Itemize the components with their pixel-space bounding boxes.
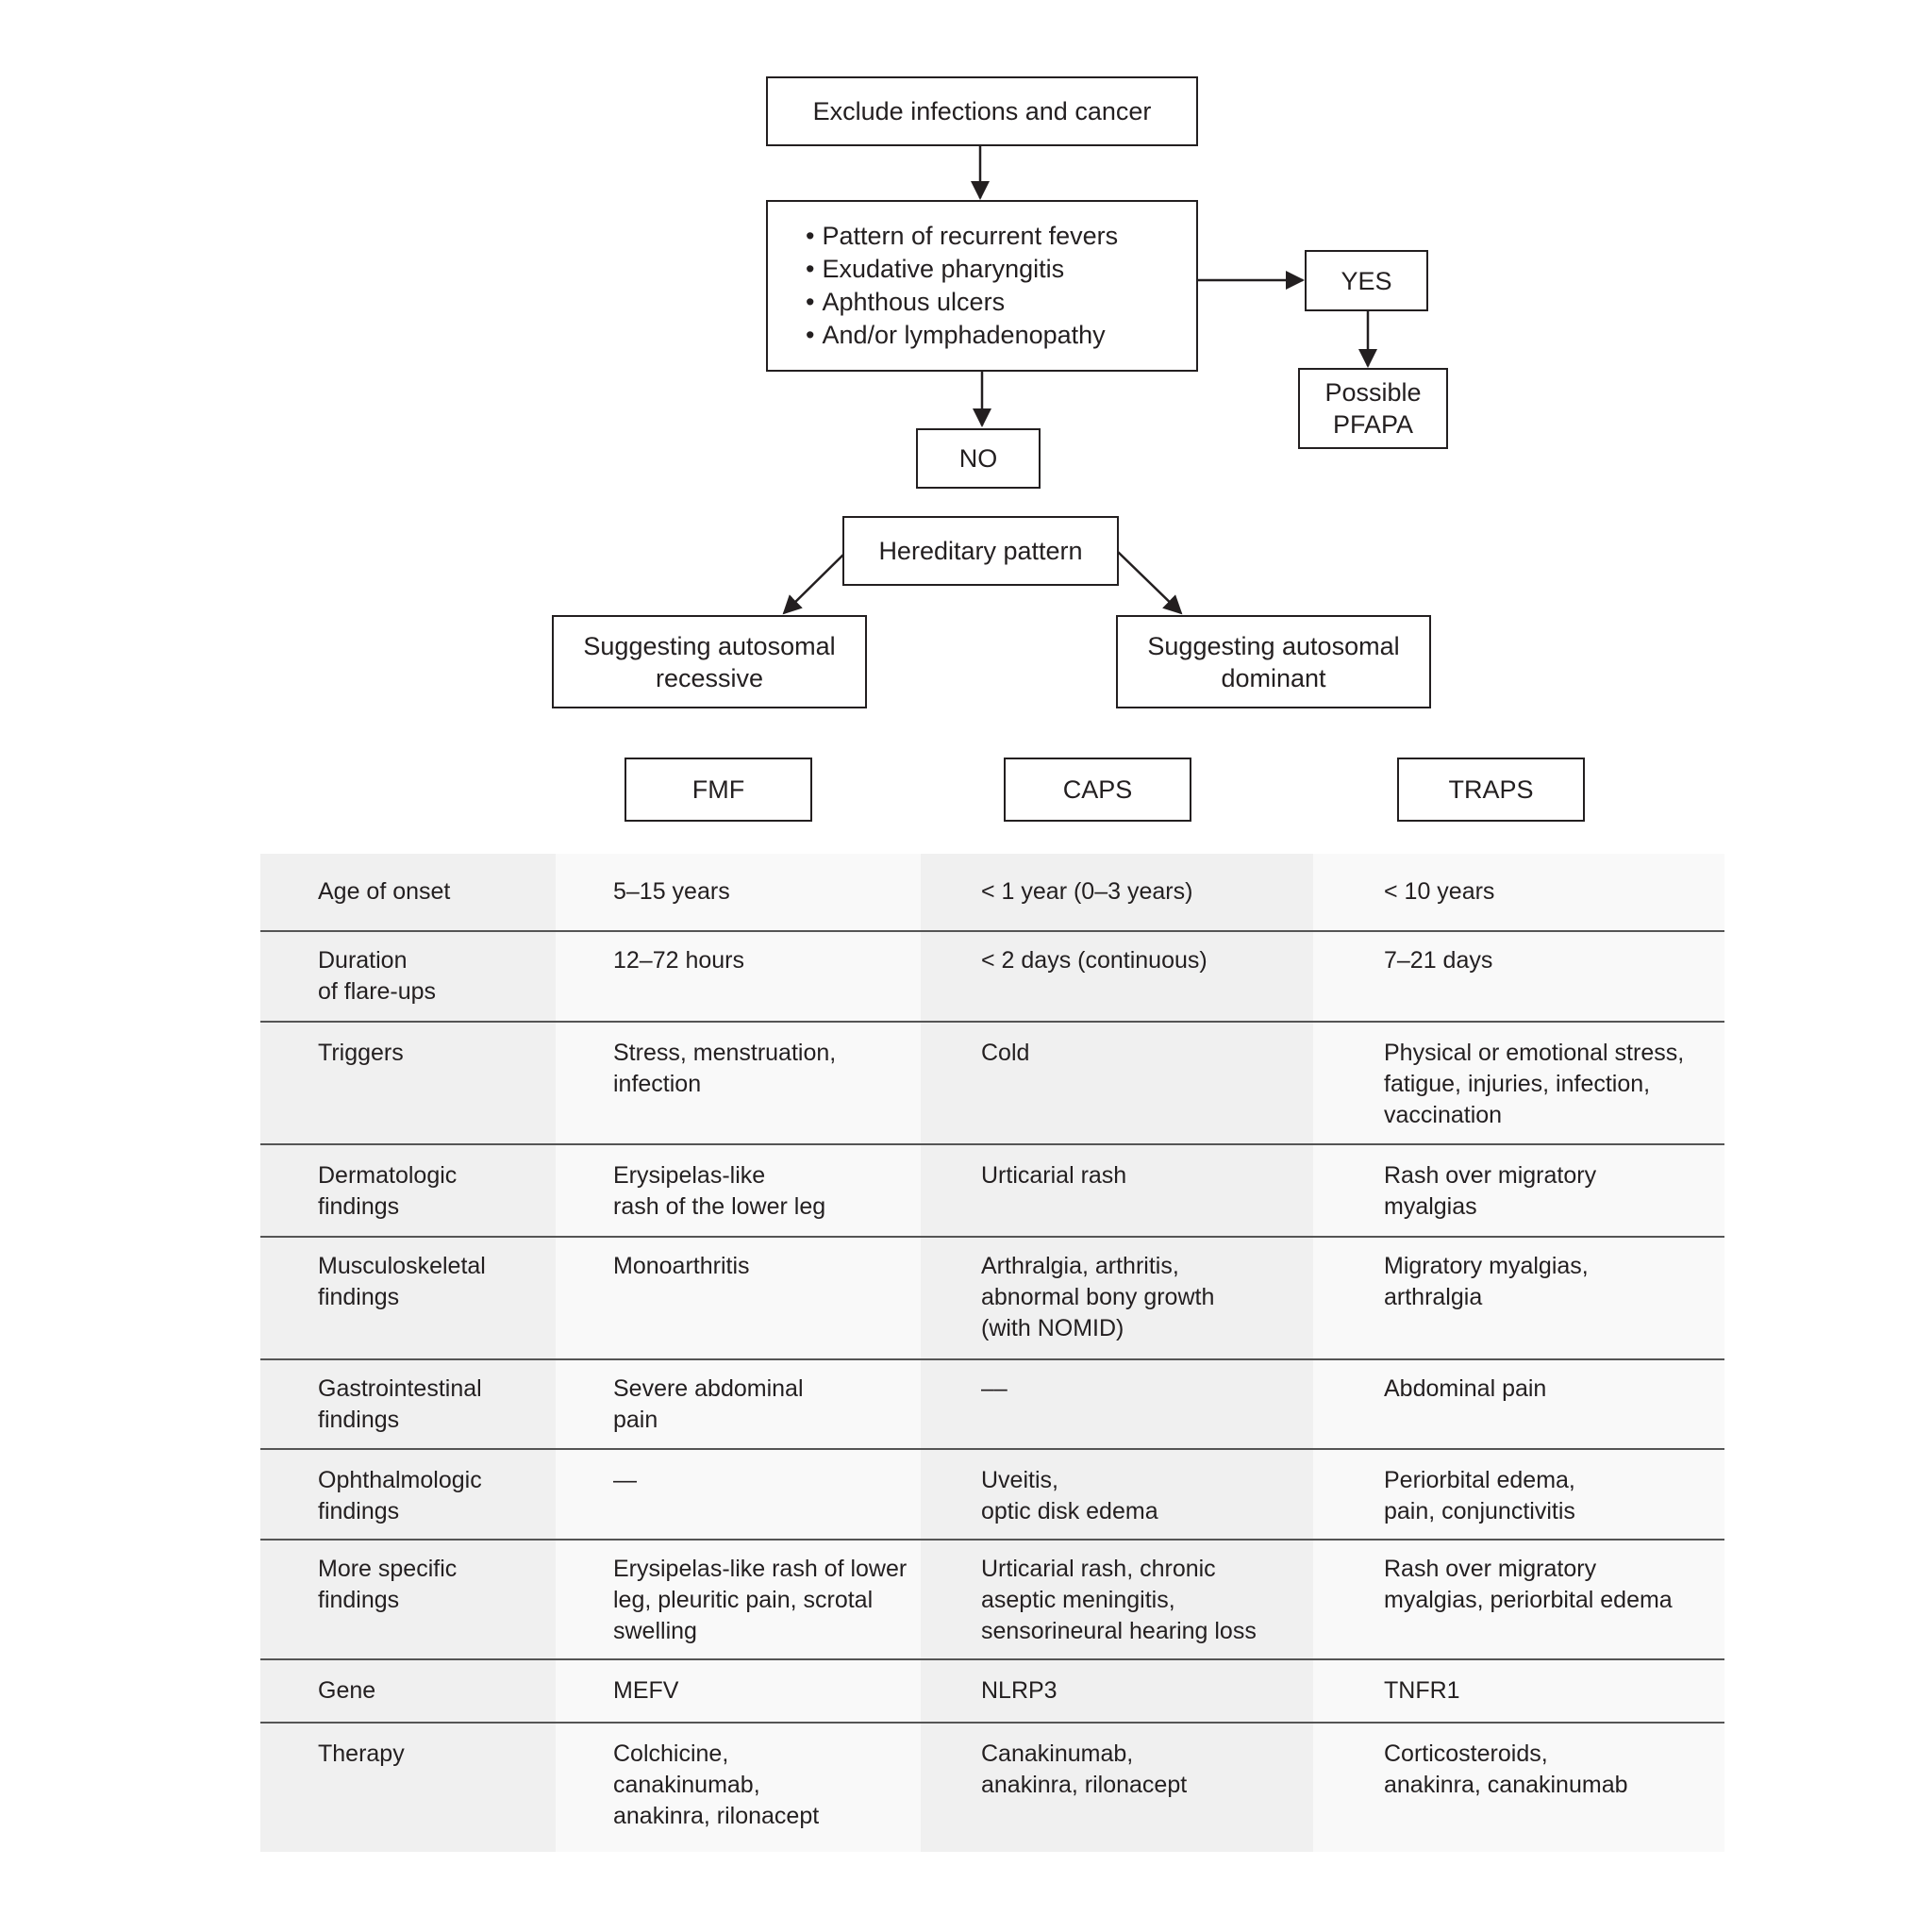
fmf-cell: Stress, menstruation, infection <box>556 1022 921 1145</box>
hereditary-text: Hereditary pattern <box>878 537 1083 565</box>
table-row: Ophthalmologic findings — Uveitis, optic… <box>260 1449 1724 1541</box>
traps-cell: Rash over migratory myalgias, periorbita… <box>1313 1540 1724 1660</box>
table-row: Duration of flare-ups 12–72 hours < 2 da… <box>260 931 1724 1023</box>
table-row: Gene MEFV NLRP3 TNFR1 <box>260 1659 1724 1724</box>
row-label: Duration of flare-ups <box>260 931 556 1023</box>
traps-cell: < 10 years <box>1313 854 1724 932</box>
caps-box: CAPS <box>1004 758 1191 822</box>
caps-cell: < 1 year (0–3 years) <box>921 854 1313 932</box>
caps-cell: Cold <box>921 1022 1313 1145</box>
row-label: Gastrointestinal findings <box>260 1359 556 1450</box>
no-text: NO <box>958 444 998 473</box>
criteria-item: Exudative pharyngitis <box>806 253 1118 286</box>
traps-cell: Corticosteroids, anakinra, canakinumab <box>1313 1723 1724 1852</box>
table-row: Age of onset 5–15 years < 1 year (0–3 ye… <box>260 854 1724 932</box>
fmf-cell: Severe abdominal pain <box>556 1359 921 1450</box>
caps-cell: –– <box>921 1359 1313 1450</box>
dominant-line: Suggesting autosomal <box>1147 631 1400 660</box>
fmf-cell: 12–72 hours <box>556 931 921 1023</box>
arrow-hereditary-to-dominant <box>1117 551 1183 615</box>
criteria-list: Pattern of recurrent fevers Exudative ph… <box>806 220 1118 352</box>
exclude-text: Exclude infections and cancer <box>812 97 1152 125</box>
caps-cell: Urticarial rash <box>921 1144 1313 1238</box>
caps-cell: Arthralgia, arthritis, abnormal bony gro… <box>921 1237 1313 1360</box>
caps-cell: Canakinumab, anakinra, rilonacept <box>921 1723 1313 1852</box>
comparison-table: Age of onset 5–15 years < 1 year (0–3 ye… <box>260 854 1724 1852</box>
traps-cell: Periorbital edema, pain, conjunctivitis <box>1313 1449 1724 1541</box>
pfapa-box: Possible PFAPA <box>1298 368 1448 449</box>
row-label: More specific findings <box>260 1540 556 1660</box>
recessive-box: Suggesting autosomal recessive <box>552 615 867 708</box>
no-box: NO <box>916 428 1041 489</box>
traps-cell: Migratory myalgias, arthralgia <box>1313 1237 1724 1360</box>
criteria-box: Pattern of recurrent fevers Exudative ph… <box>766 200 1198 372</box>
dominant-line: dominant <box>1221 663 1326 692</box>
table-row: More specific findings Erysipelas-like r… <box>260 1540 1724 1660</box>
caps-cell: Uveitis, optic disk edema <box>921 1449 1313 1541</box>
row-label: Musculoskeletal findings <box>260 1237 556 1360</box>
hereditary-box: Hereditary pattern <box>842 516 1119 586</box>
fmf-cell: Colchicine, canakinumab, anakinra, rilon… <box>556 1723 921 1852</box>
arrow-hereditary-to-recessive <box>782 551 847 615</box>
caps-cell: NLRP3 <box>921 1659 1313 1724</box>
fmf-cell: Monoarthritis <box>556 1237 921 1360</box>
row-label: Ophthalmologic findings <box>260 1449 556 1541</box>
criteria-item: And/or lymphadenopathy <box>806 319 1118 352</box>
fmf-cell: Erysipelas-like rash of the lower leg <box>556 1144 921 1238</box>
recessive-line: Suggesting autosomal <box>583 631 836 660</box>
yes-box: YES <box>1305 250 1428 311</box>
row-label: Gene <box>260 1659 556 1724</box>
traps-cell: Rash over migratory myalgias <box>1313 1144 1724 1238</box>
fmf-cell: 5–15 years <box>556 854 921 932</box>
traps-cell: 7–21 days <box>1313 931 1724 1023</box>
traps-text: TRAPS <box>1448 775 1534 804</box>
yes-text: YES <box>1341 266 1392 295</box>
table-row: Triggers Stress, menstruation, infection… <box>260 1022 1724 1145</box>
row-label: Dermatologic findings <box>260 1144 556 1238</box>
fmf-text: FMF <box>691 775 745 804</box>
exclude-box: Exclude infections and cancer <box>766 76 1198 146</box>
traps-box: TRAPS <box>1397 758 1585 822</box>
traps-cell: TNFR1 <box>1313 1659 1724 1724</box>
criteria-item: Aphthous ulcers <box>806 286 1118 319</box>
dominant-box: Suggesting autosomal dominant <box>1116 615 1431 708</box>
fmf-cell: MEFV <box>556 1659 921 1724</box>
fmf-cell: — <box>556 1449 921 1541</box>
caps-cell: Urticarial rash, chronic aseptic meningi… <box>921 1540 1313 1660</box>
table-row: Musculoskeletal findings Monoarthritis A… <box>260 1237 1724 1360</box>
pfapa-line: Possible <box>1324 378 1422 407</box>
recessive-line: recessive <box>655 663 764 692</box>
criteria-item: Pattern of recurrent fevers <box>806 220 1118 253</box>
pfapa-line: PFAPA <box>1332 410 1414 439</box>
row-label: Triggers <box>260 1022 556 1145</box>
traps-cell: Abdominal pain <box>1313 1359 1724 1450</box>
caps-cell: < 2 days (continuous) <box>921 931 1313 1023</box>
traps-cell: Physical or emotional stress, fatigue, i… <box>1313 1022 1724 1145</box>
fmf-box: FMF <box>625 758 812 822</box>
table-row: Gastrointestinal findings Severe abdomin… <box>260 1359 1724 1450</box>
row-label: Age of onset <box>260 854 556 932</box>
caps-text: CAPS <box>1062 775 1133 804</box>
table-row: Therapy Colchicine, canakinumab, anakinr… <box>260 1723 1724 1852</box>
table-row: Dermatologic findings Erysipelas-like ra… <box>260 1144 1724 1238</box>
fmf-cell: Erysipelas-like rash of lower leg, pleur… <box>556 1540 921 1660</box>
row-label: Therapy <box>260 1723 556 1852</box>
